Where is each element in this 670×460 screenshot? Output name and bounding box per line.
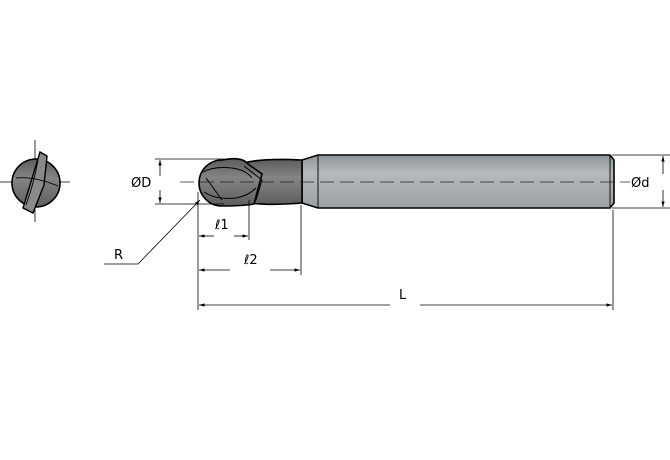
dim-flute-length: ℓ1 [199,218,248,238]
label-shank-diameter: Ød [631,176,649,191]
cutting-edge [205,177,223,201]
shank [301,154,615,209]
flute-edge-lower [203,187,257,199]
end-view [0,140,70,222]
dim-neck-length: ℓ2 [199,253,300,272]
label-ball-diameter: ØD [131,176,151,191]
flute-edge-upper [202,167,253,179]
label-overall-length: L [399,288,407,303]
label-flute-length: ℓ1 [214,218,229,233]
dim-shank-diameter: Ød [612,154,670,209]
shank-body [301,154,615,209]
dim-radius: R [104,199,201,265]
label-neck-length: ℓ2 [243,253,258,268]
dim-ball-diameter: ØD [131,158,224,205]
end-view-flute [22,150,48,214]
label-radius: R [114,248,123,263]
dim-overall-length: L [199,288,612,307]
